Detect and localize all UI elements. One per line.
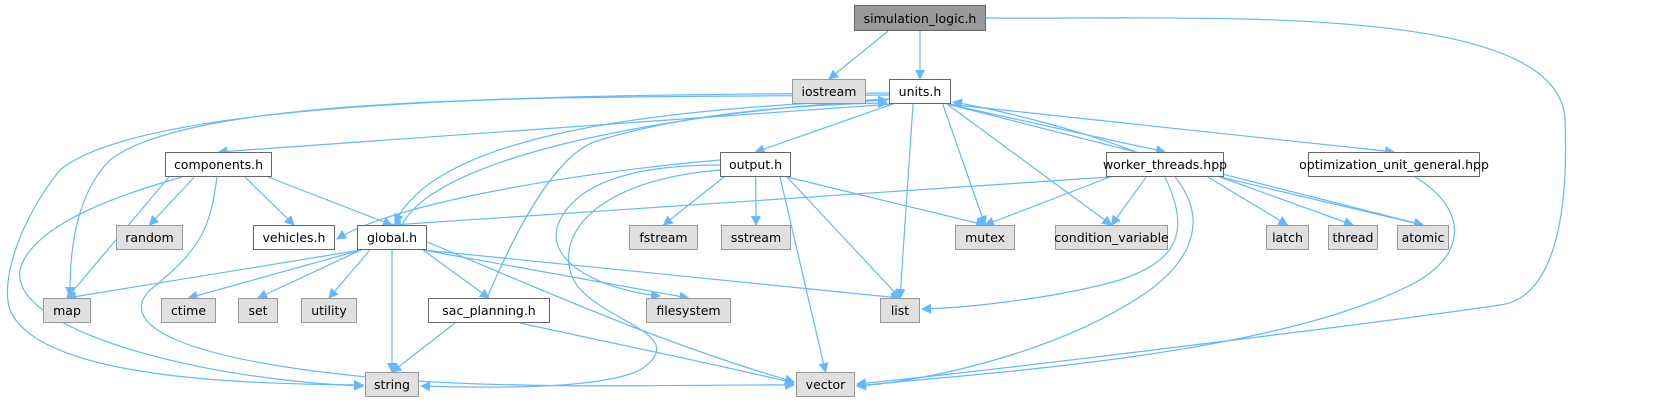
edge-sac_planning-to-string [391,322,456,373]
edge-units-to-global [394,98,890,224]
edge-units-to-worker_threads [946,103,1166,155]
edge-global-to-map [66,249,362,302]
edge-worker_threads-to-latch [1207,176,1289,226]
edge-worker_threads-to-mutex [984,176,1111,227]
node-latch: latch [1266,225,1309,250]
edge-components-to-random [148,176,195,226]
edge-output-to-vector [779,176,829,373]
node-random: random [116,225,183,250]
edge-sac_planning-to-vector [519,322,795,386]
edge-simulation_logic-to-iostream [828,30,889,80]
node-units[interactable]: units.h [889,79,951,104]
edge-global-to-list [422,249,901,303]
edge-output-to-string [420,169,721,392]
node-output[interactable]: output.h [720,152,791,177]
node-fstream: fstream [629,225,698,250]
edge-worker_threads-to-global [391,176,1111,230]
node-mutex: mutex [955,225,1015,250]
edge-global-to-sac_planning [422,249,490,299]
edge-worker_threads-to-vector [856,176,1194,391]
edge-global-to-utility [328,249,371,299]
edge-output-to-filesystem [555,164,721,301]
node-filesystem: filesystem [646,298,731,323]
edge-components-to-vector [140,176,795,390]
node-global[interactable]: global.h [357,225,427,250]
node-iostream: iostream [792,79,866,104]
edge-units-to-condition_variable [946,103,1113,226]
edge-units-to-optimization_unit_general [946,103,1395,157]
edge-output-to-mutex [786,176,986,228]
edge-units-to-string [6,92,890,390]
edge-units-to-map [65,94,890,297]
edge-global-to-set [257,249,362,299]
edge-units-to-output [754,103,894,154]
node-atomic: atomic [1397,225,1449,250]
edge-components-to-string [19,176,364,391]
edge-worker_threads-to-units [952,98,1137,153]
node-thread: thread [1328,225,1378,250]
edge-units-to-list [895,103,914,299]
edge-global-to-filesystem [422,249,690,302]
node-optimization-unit-general[interactable]: optimization_unit_general.hpp [1299,152,1489,177]
node-sstream: sstream [721,225,791,250]
edge-global-to-ctime [187,249,362,301]
node-set: set [238,298,278,323]
edge-components-to-global [267,176,393,227]
edge-sac_planning-to-units [486,98,888,299]
node-map: map [43,298,91,323]
edge-units-to-mutex [942,103,987,226]
node-sac-planning[interactable]: sac_planning.h [428,298,550,323]
edge-output-to-fstream [662,176,725,226]
edge-simulation_logic-to-vector [856,17,1567,389]
node-list: list [880,298,920,323]
edge-worker_threads-to-thread [1219,176,1354,227]
edge-worker_threads-to-list [921,176,1179,314]
node-simulation-logic[interactable]: simulation_logic.h [854,5,986,31]
node-vector: vector [796,372,855,397]
edge-worker_threads-to-condition_variable [1110,176,1147,226]
node-utility: utility [301,298,357,323]
node-vehicles[interactable]: vehicles.h [253,225,335,250]
edge-output-to-vehicles [336,159,721,240]
node-condition-variable: condition_variable [1054,225,1169,250]
edge-units-to-components [217,103,894,157]
node-worker-threads[interactable]: worker_threads.hpp [1103,152,1227,177]
edge-worker_threads-to-atomic [1219,176,1424,228]
node-components[interactable]: components.h [165,152,272,177]
node-ctime: ctime [161,298,216,323]
edge-optimization_unit_general-to-vector [856,176,1455,390]
edge-components-to-vehicles [244,176,295,226]
node-string: string [365,372,419,397]
edge-global-to-vector [426,241,795,385]
